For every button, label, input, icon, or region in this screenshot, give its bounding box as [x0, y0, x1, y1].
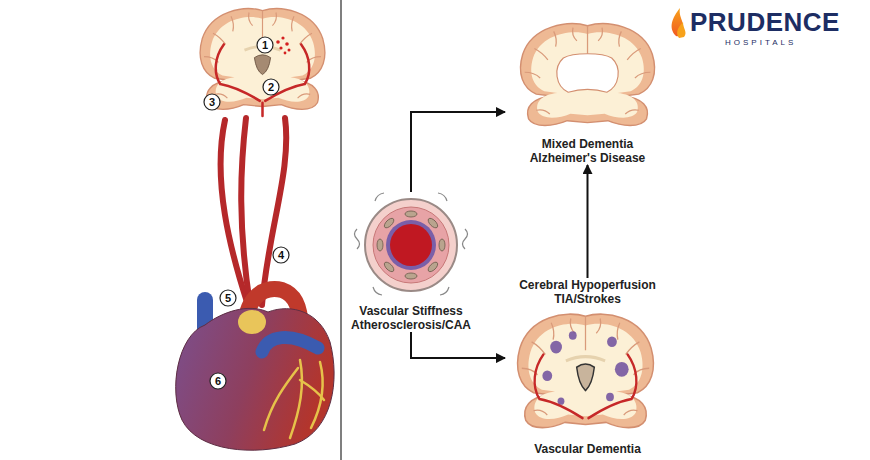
callout-number: 5	[220, 290, 236, 306]
callout-number: 1	[257, 37, 273, 53]
diagram-node: Cerebral Hypoperfusion TIA/StrokesVascul…	[505, 278, 670, 456]
callout-number: 3	[204, 94, 220, 110]
brain-illustration	[200, 9, 325, 116]
node-label: Mixed Dementia Alzheimer's Disease	[518, 137, 658, 165]
brain-illustration	[518, 314, 654, 428]
node-label: Vascular Stiffness Atherosclerosis/CAA	[342, 304, 480, 332]
flow-arrow	[587, 165, 589, 278]
callout-circles	[204, 37, 289, 389]
vessel-cross-section	[355, 193, 468, 295]
callout-number: 6	[210, 373, 226, 389]
flow-arrow	[411, 332, 505, 358]
logo-icon	[672, 8, 686, 38]
heart-illustration	[176, 289, 334, 450]
node-label: Vascular Dementia	[505, 442, 670, 456]
node-label: Cerebral Hypoperfusion TIA/Strokes	[505, 278, 670, 306]
logo-wordmark: PRUDENCE	[690, 8, 840, 36]
diagram-node: Vascular Stiffness Atherosclerosis/CAA	[342, 192, 480, 332]
flow-arrow	[411, 112, 505, 192]
microbleed-dots	[276, 36, 290, 54]
callout-number: 2	[263, 79, 279, 95]
diagram-node: Mixed Dementia Alzheimer's Disease	[505, 18, 670, 165]
brain-illustration	[520, 24, 654, 126]
logo-subtitle: HOSPITALS	[725, 38, 796, 48]
panel-divider	[340, 0, 342, 460]
carotid-arteries	[221, 118, 287, 305]
callout-number: 4	[273, 247, 289, 263]
